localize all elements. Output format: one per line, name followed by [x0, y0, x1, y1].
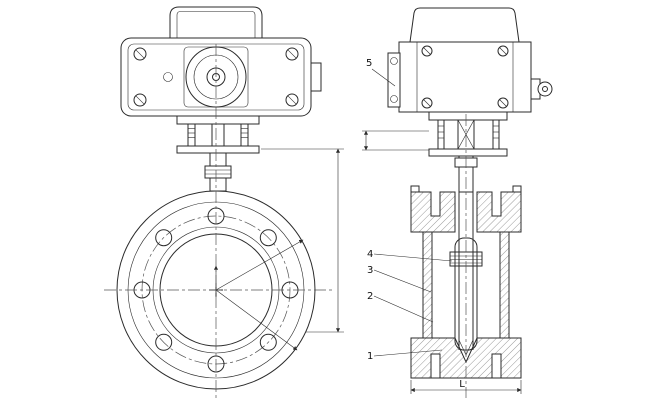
- leader-line-1: [373, 349, 443, 357]
- top-flange-section-left: [410, 191, 456, 233]
- leader-line-2: [373, 295, 434, 323]
- leader-line-3: [373, 269, 432, 293]
- bolt-hole: [155, 333, 173, 351]
- body-wall-section-right: [499, 231, 510, 339]
- flange-rim: [410, 185, 420, 193]
- part-label-1: 1: [367, 351, 373, 362]
- bolt-hole: [155, 229, 173, 247]
- override-screw-icon: [163, 72, 173, 82]
- corner-screw-icon: [285, 47, 299, 61]
- flange-rim: [512, 185, 522, 193]
- corner-screw-icon: [497, 45, 509, 57]
- corner-screw-icon: [285, 93, 299, 107]
- part-label-4: 4: [367, 249, 373, 260]
- bracket-top-plate: [176, 115, 260, 125]
- part-label-2: 2: [367, 291, 373, 302]
- part-label-3: 3: [367, 265, 373, 276]
- bolt-hole: [259, 229, 277, 247]
- bracket-stud: [187, 123, 196, 147]
- leader-line-4: [373, 253, 453, 262]
- pad-bolt-icon: [390, 57, 398, 65]
- actuator-body: [398, 41, 532, 113]
- body-wall-section-left: [422, 231, 433, 339]
- bolt-hole: [259, 333, 277, 351]
- bottom-flange-slot: [491, 353, 502, 379]
- diameter-leader: [215, 239, 304, 291]
- corner-screw-icon: [421, 97, 433, 109]
- bracket-stud: [492, 119, 500, 150]
- bracket-bottom-plate: [428, 148, 508, 157]
- part-callouts: 5 4 3 2 1: [366, 58, 453, 362]
- length-dimension: L: [410, 379, 522, 394]
- corner-screw-icon: [497, 97, 509, 109]
- cable-gland-icon: [537, 81, 553, 97]
- actuator-front: [120, 6, 322, 117]
- bottom-flange-slot: [430, 353, 441, 379]
- mounting-bracket-side: [428, 111, 508, 157]
- actuator-cap: [169, 6, 263, 39]
- valve-stem-front: [204, 152, 232, 192]
- top-flange-section-right: [476, 191, 522, 233]
- height-dimension: [261, 148, 344, 333]
- actuator-side-boss: [310, 62, 322, 92]
- length-dimension-label: L: [459, 379, 465, 390]
- actuator-cap-inner-line: [176, 11, 256, 38]
- pad-bolt-icon: [390, 95, 398, 103]
- packing-collar: [204, 165, 232, 179]
- actuator-mount-pad: [387, 52, 401, 108]
- part-label-5: 5: [366, 58, 372, 69]
- actuator-side: [387, 7, 553, 113]
- bracket-stud: [437, 119, 445, 150]
- front-view: [104, 6, 344, 398]
- corner-screw-icon: [133, 93, 147, 107]
- bracket-dimension: [362, 130, 429, 151]
- actuator-cap: [409, 7, 520, 43]
- corner-screw-icon: [133, 47, 147, 61]
- bracket-stud: [240, 123, 249, 147]
- bracket-top-plate: [428, 111, 508, 121]
- side-section-view: L 5 4 3 2 1: [362, 7, 553, 398]
- leader-line-5: [371, 68, 396, 87]
- mounting-bracket-front: [176, 115, 260, 154]
- bracket-bottom-plate: [176, 145, 260, 154]
- diameter-leader: [215, 289, 298, 351]
- corner-screw-icon: [421, 45, 433, 57]
- cable-gland-center: [542, 86, 548, 92]
